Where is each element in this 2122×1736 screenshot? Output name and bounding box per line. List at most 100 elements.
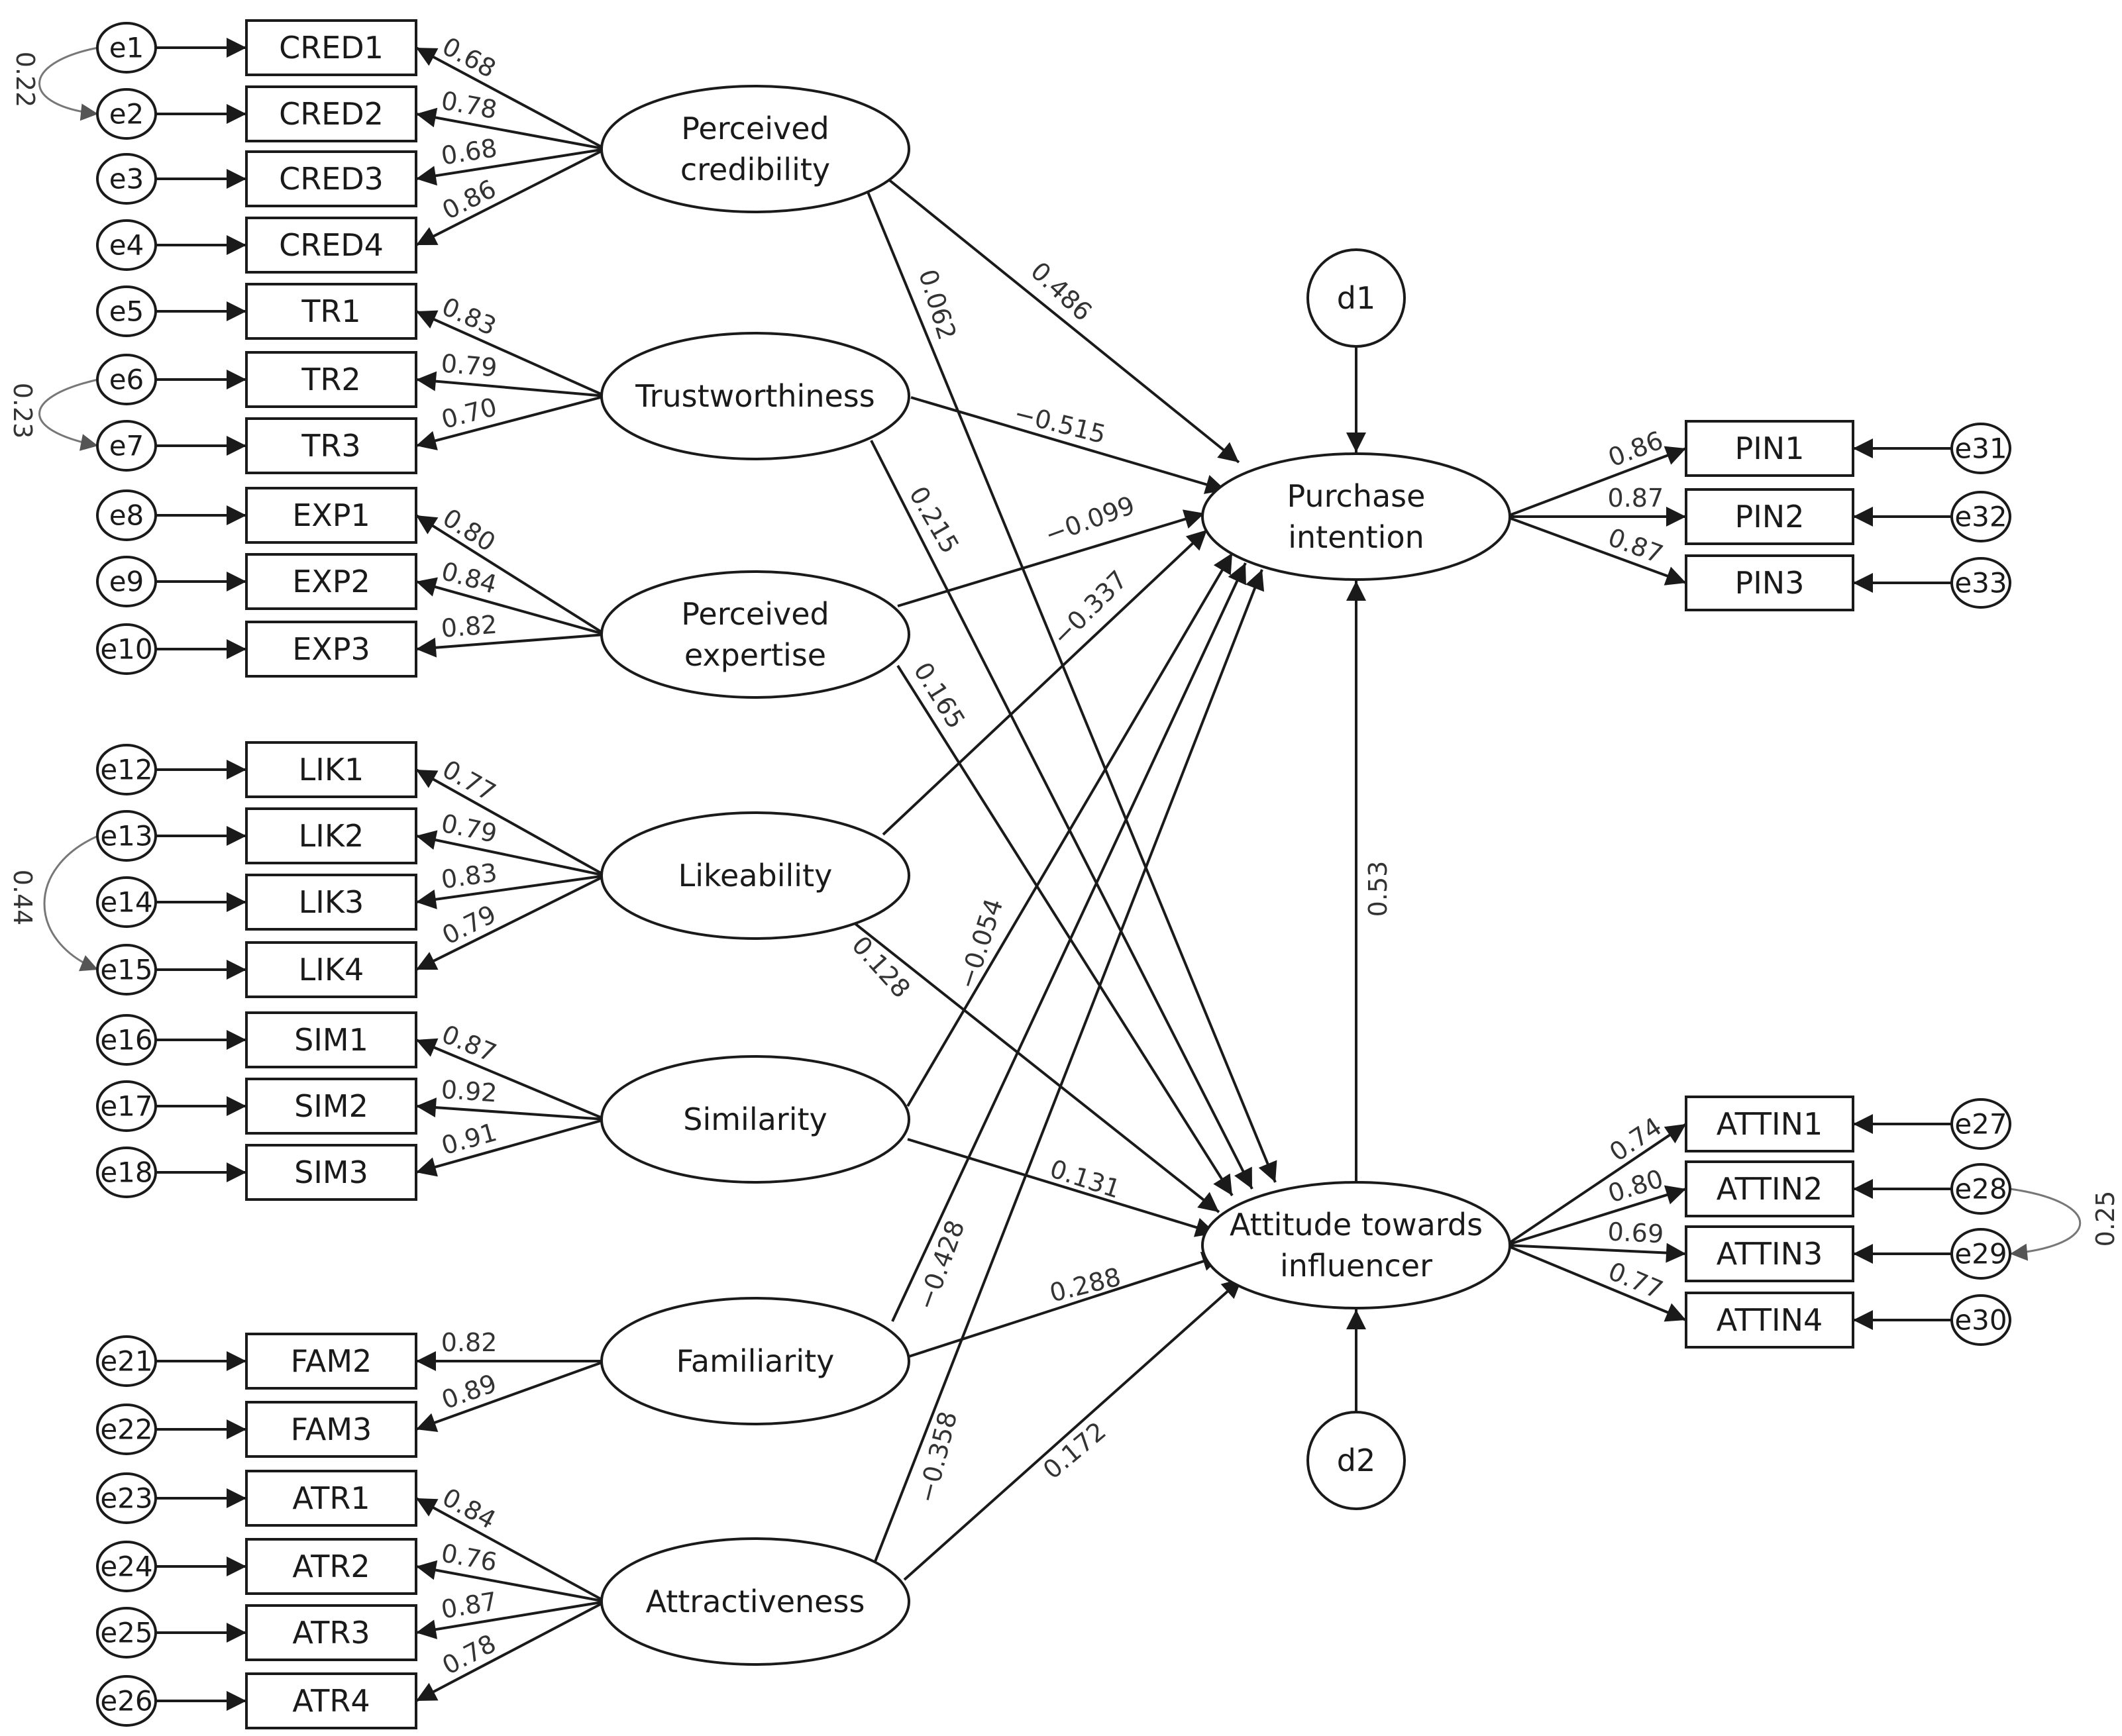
latent-label-exp-1: expertise	[684, 637, 826, 673]
path-arrow-fam-att	[908, 1251, 1223, 1358]
indicator-label-lik3: LIK3	[299, 884, 364, 920]
indicator-box-exp3	[245, 621, 417, 678]
error-term-e26	[96, 1675, 157, 1727]
indicator-box-cred4	[245, 217, 417, 274]
error-label-e21: e21	[100, 1345, 152, 1378]
indicator-box-tr1	[245, 283, 417, 340]
loading-arrow-sim2	[415, 1098, 606, 1121]
loading-value-fam3: 0.89	[438, 1368, 501, 1415]
indicator-box-exp2	[245, 553, 417, 610]
loading-arrow-tr2	[415, 371, 606, 397]
error-label-e27: e27	[1954, 1108, 2007, 1141]
error-term-e17	[96, 1080, 157, 1132]
loading-arrow-exp3	[415, 633, 606, 658]
indicator-label-lik4: LIK4	[299, 952, 364, 988]
indicator-label-lik2: LIK2	[299, 818, 364, 854]
indicator-label-exp2: EXP2	[292, 564, 370, 599]
indicator-label-sim1: SIM1	[294, 1022, 368, 1058]
error-label-e6: e6	[109, 364, 144, 396]
latent-pi	[1201, 452, 1511, 581]
path-arrow-cred-pi	[886, 178, 1240, 464]
error-term-e12	[96, 744, 157, 795]
indicator-label-atr3: ATR3	[292, 1615, 370, 1651]
error-label-e1: e1	[109, 32, 144, 64]
indicator-label-exp1: EXP1	[292, 497, 370, 533]
loading-arrow-sim1	[415, 1038, 606, 1121]
covariance-value-e1-e2: 0.22	[11, 52, 40, 108]
loading-value-attin2: 0.80	[1605, 1164, 1667, 1208]
error-term-e16	[96, 1014, 157, 1066]
indicator-box-lik4	[245, 941, 417, 998]
error-label-e17: e17	[100, 1090, 152, 1123]
error-label-e26: e26	[100, 1685, 152, 1717]
indicator-label-attin2: ATTIN2	[1717, 1171, 1823, 1207]
indicator-label-fam2: FAM2	[291, 1343, 372, 1379]
path-coef-sim-att: 0.131	[1046, 1154, 1124, 1203]
loading-arrow-lik1	[415, 768, 606, 877]
error-term-e22	[96, 1404, 157, 1455]
path-arrow-tr-pi	[910, 396, 1226, 494]
loading-arrow-lik2	[415, 830, 606, 877]
latent-exp	[600, 570, 910, 699]
indicator-label-tr3: TR3	[301, 428, 360, 464]
path-arrow-tr-att	[870, 440, 1253, 1190]
path-coef-cred-pi: 0.486	[1025, 256, 1098, 327]
error-term-e3	[96, 153, 157, 205]
indicator-box-atr4	[245, 1672, 417, 1729]
path-coef-cred-att: 0.062	[913, 266, 962, 344]
latent-att	[1201, 1181, 1511, 1309]
loading-arrow-sim3	[415, 1118, 606, 1177]
error-label-e22: e22	[100, 1413, 152, 1446]
error-label-e31: e31	[1954, 433, 2007, 465]
error-term-e6	[96, 354, 157, 405]
loading-value-cred3: 0.68	[439, 133, 499, 171]
loading-arrow-fam3	[415, 1360, 606, 1432]
indicator-box-sim3	[245, 1144, 417, 1201]
path-arrow-lik-att	[850, 919, 1220, 1213]
error-term-e33	[1950, 557, 2011, 609]
latent-fam	[600, 1297, 910, 1425]
loading-arrow-exp1	[415, 514, 607, 636]
error-label-e24: e24	[100, 1551, 152, 1583]
error-term-e24	[96, 1541, 157, 1592]
loading-arrow-pin3	[1505, 515, 1687, 586]
latent-label-tr-0: Trustworthiness	[635, 378, 875, 414]
loading-arrow-atr1	[415, 1497, 606, 1603]
error-label-e33: e33	[1954, 567, 2007, 599]
indicator-box-sim1	[245, 1011, 417, 1068]
indicator-label-cred4: CRED4	[279, 227, 384, 263]
error-label-e23: e23	[100, 1482, 152, 1515]
indicator-label-cred3: CRED3	[279, 161, 384, 197]
loading-value-sim1: 0.87	[438, 1019, 501, 1068]
loading-value-atr3: 0.87	[439, 1586, 500, 1624]
indicator-box-exp1	[245, 487, 417, 544]
indicator-box-lik2	[245, 807, 417, 864]
covariance-arc-e1-e2	[38, 46, 99, 121]
indicator-box-atr1	[245, 1470, 417, 1527]
error-term-e31	[1950, 423, 2011, 474]
path-arrow-lik-pi	[882, 529, 1208, 836]
loading-arrow-attin1	[1505, 1123, 1687, 1247]
error-term-e13	[96, 810, 157, 862]
path-arrow-fam-pi	[891, 562, 1247, 1322]
latent-label-sim-0: Similarity	[683, 1101, 827, 1137]
indicator-label-pin1: PIN1	[1735, 431, 1805, 466]
loading-value-attin3: 0.69	[1607, 1217, 1665, 1249]
loading-value-exp3: 0.82	[440, 610, 498, 643]
error-label-e15: e15	[100, 954, 152, 986]
path-arrow-cred-att	[867, 191, 1277, 1183]
loading-value-tr2: 0.79	[440, 348, 498, 382]
error-term-e4	[96, 219, 157, 271]
indicator-box-attin1	[1685, 1096, 1854, 1152]
disturbance-d2	[1306, 1411, 1406, 1510]
covariance-value-e13-e15: 0.44	[8, 870, 37, 926]
error-term-e21	[96, 1335, 157, 1387]
covariance-arc-e6-e7	[38, 378, 99, 451]
latent-label-lik-0: Likeability	[678, 858, 833, 894]
error-term-e2	[96, 88, 157, 140]
error-label-e8: e8	[109, 499, 144, 532]
error-label-e32: e32	[1954, 501, 2007, 533]
indicator-label-attin4: ATTIN4	[1717, 1302, 1823, 1338]
